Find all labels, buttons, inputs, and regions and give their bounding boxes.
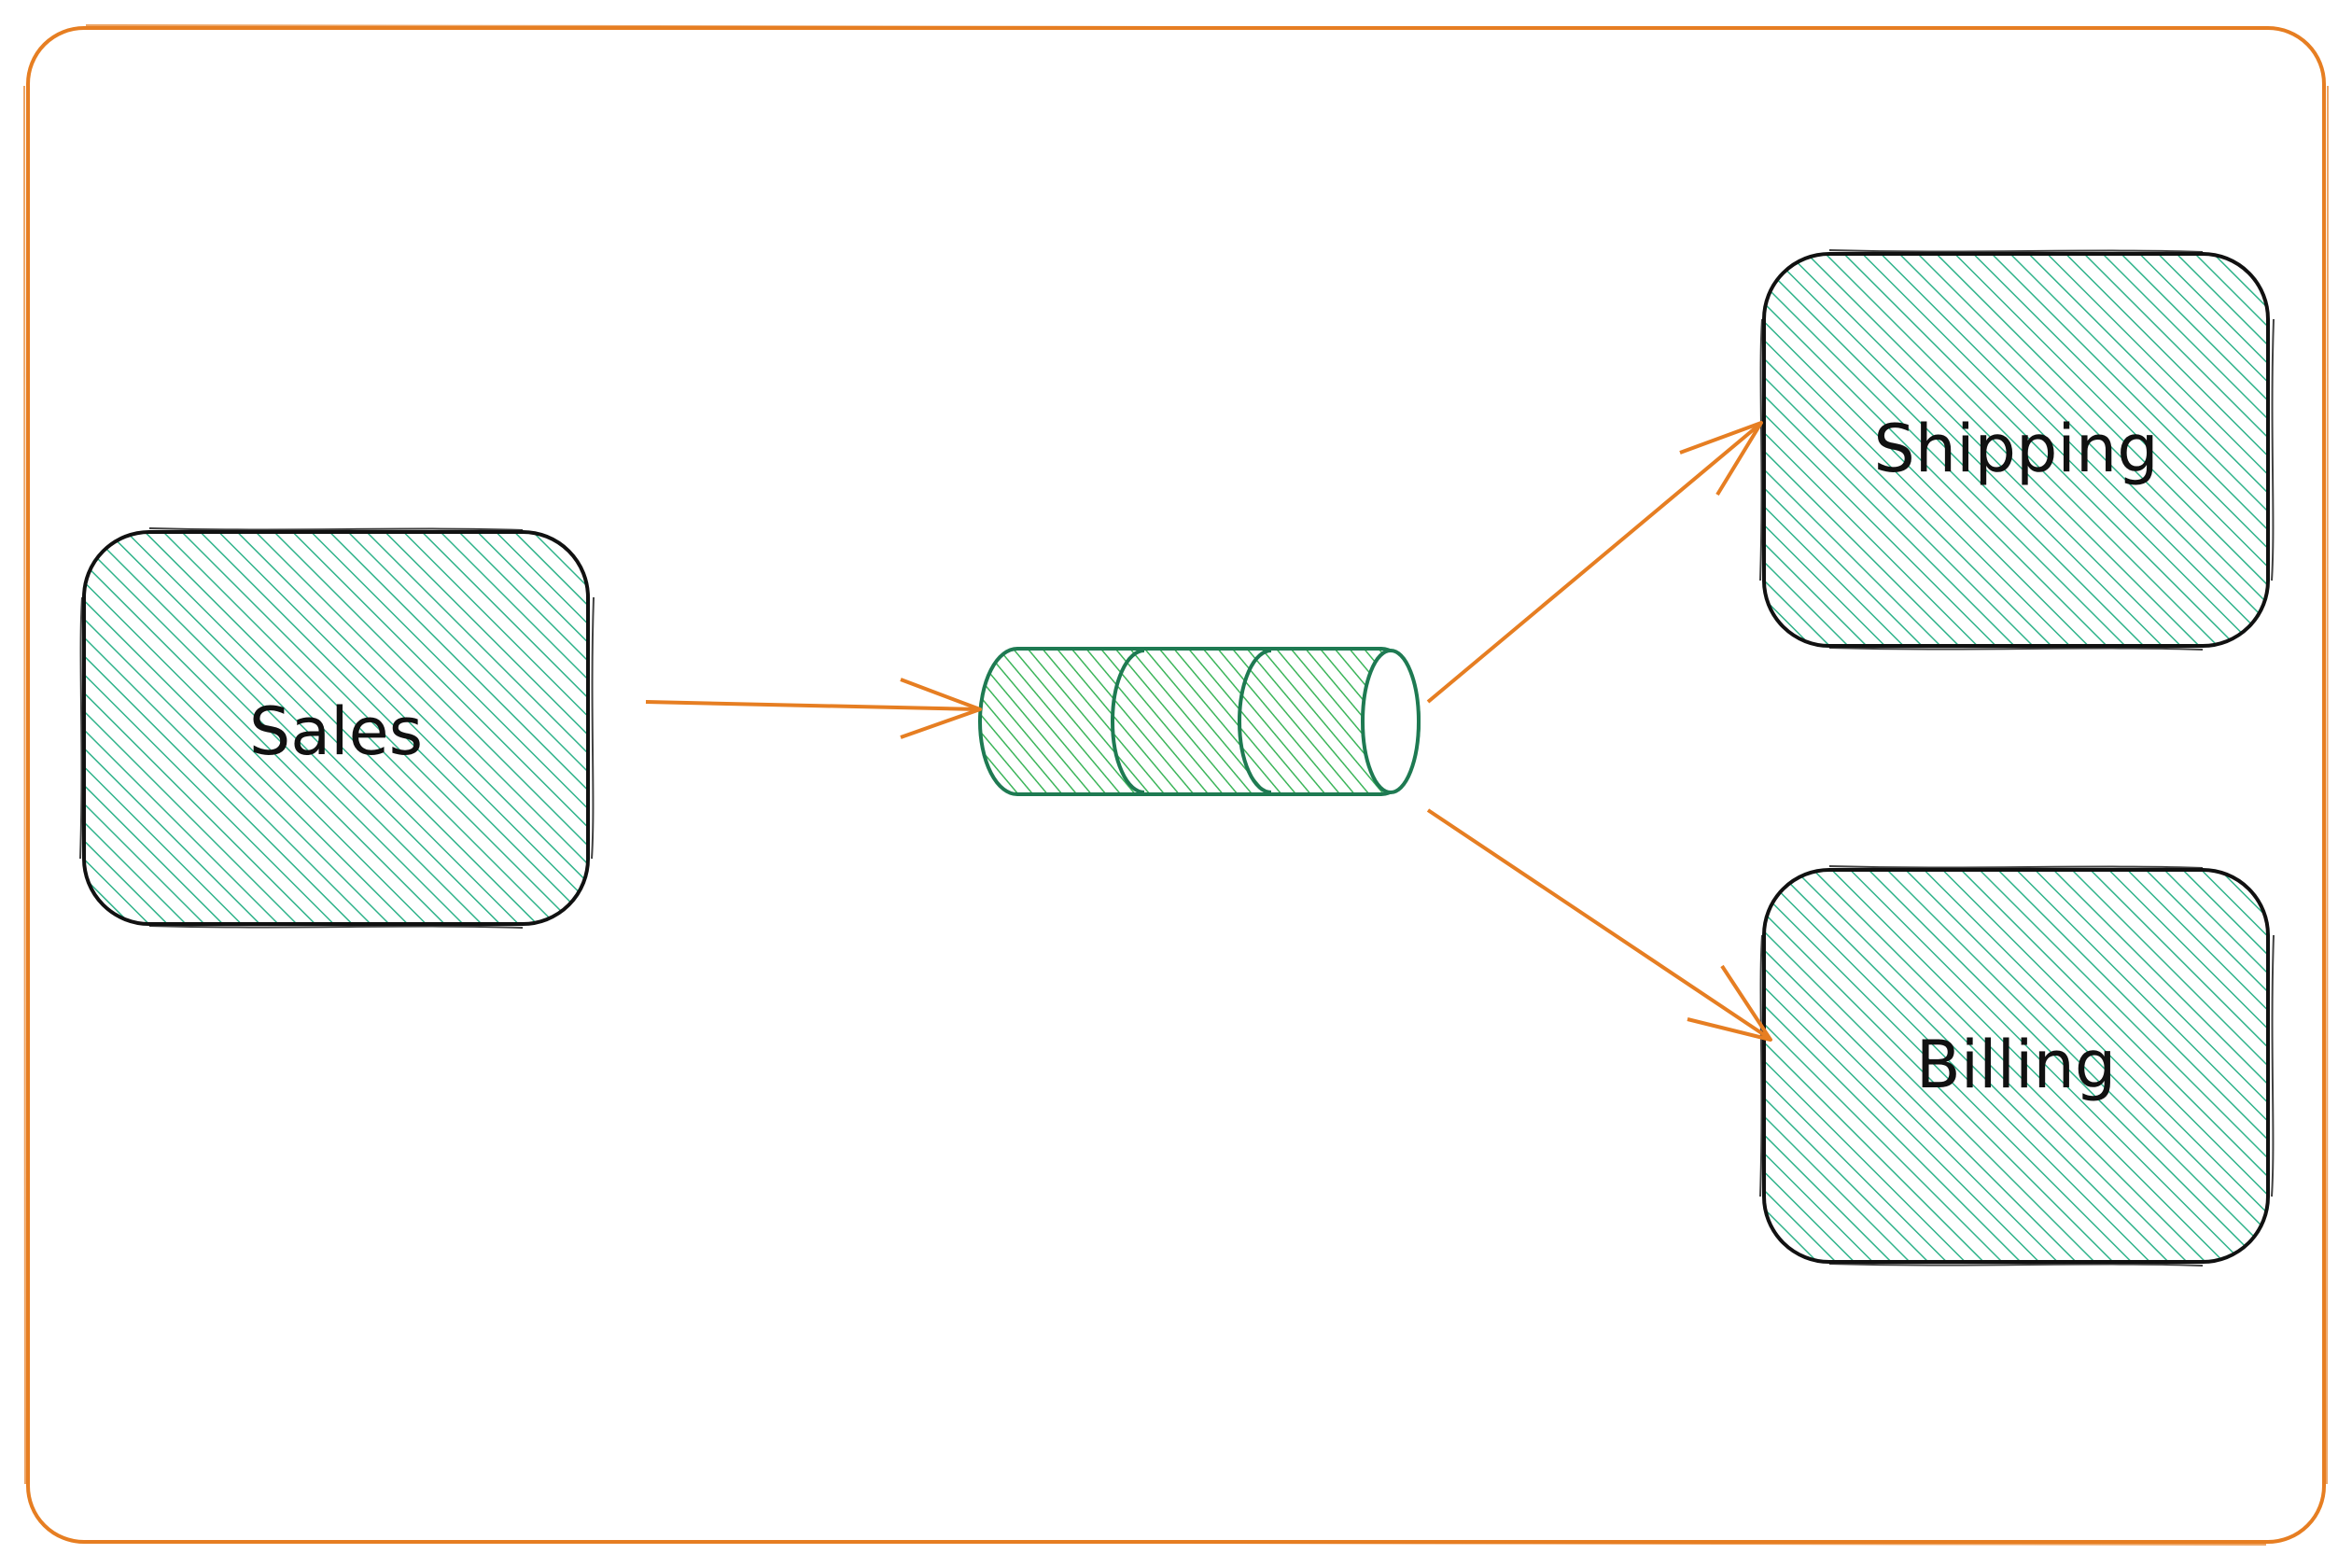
billing-box-sketch xyxy=(1759,865,2275,1267)
sales-box-sketch xyxy=(79,527,595,929)
shipping-label: Shipping xyxy=(1873,411,2158,487)
queue-end-cap xyxy=(1361,649,1421,794)
shipping-box[interactable]: Shipping xyxy=(1759,249,2275,651)
billing-label: Billing xyxy=(1916,1027,2117,1103)
sales-box-shape xyxy=(82,530,590,926)
billing-box[interactable]: Billing xyxy=(1759,865,2275,1267)
billing-box-shape xyxy=(1762,868,2270,1264)
outer-frame-sketch xyxy=(23,24,2330,1546)
shipping-box-shape xyxy=(1762,252,2270,648)
arrow-sales-to-queue xyxy=(645,678,982,739)
sales-label: Sales xyxy=(249,693,423,770)
shipping-box-sketch xyxy=(1759,249,2275,651)
arrow-queue-to-shipping xyxy=(1426,421,1763,704)
queue-body xyxy=(978,647,1421,796)
arrow-queue-to-billing xyxy=(1426,808,1772,1042)
message-queue[interactable] xyxy=(978,647,1421,796)
sales-box[interactable]: Sales xyxy=(79,527,595,929)
queue-segment-2 xyxy=(1238,649,1272,794)
queue-segment-1 xyxy=(1111,649,1145,794)
